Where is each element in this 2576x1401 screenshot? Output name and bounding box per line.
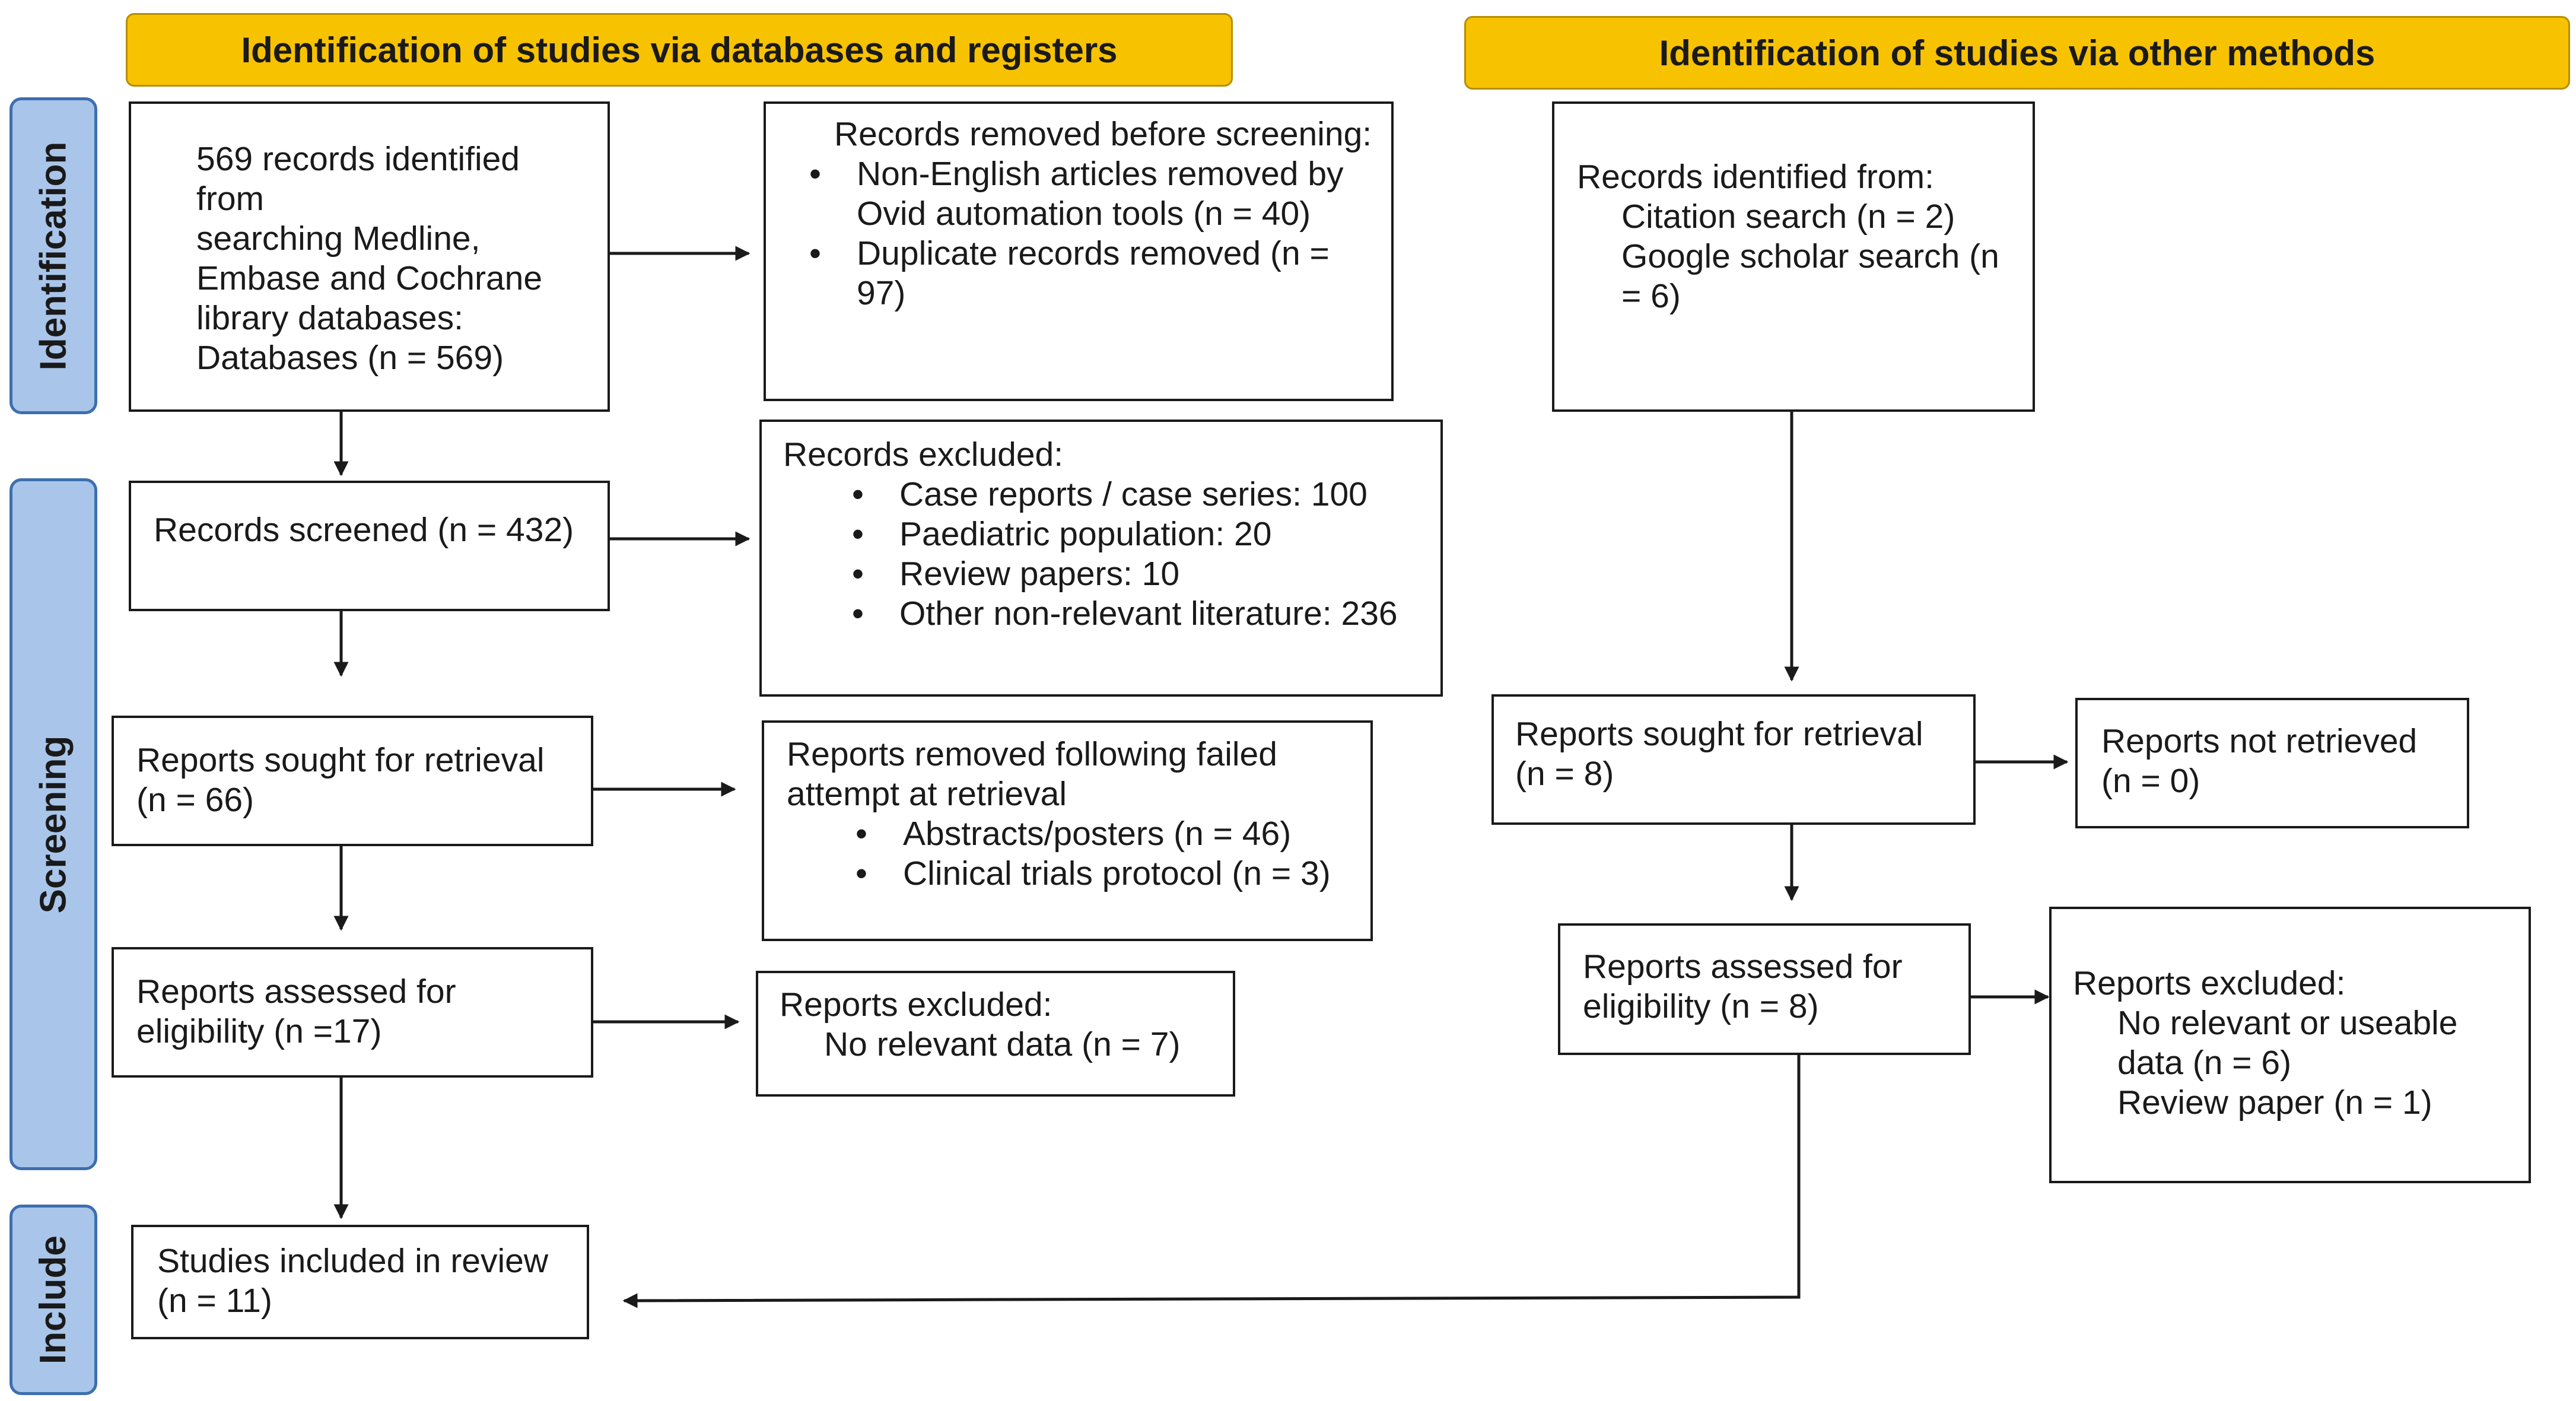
other-excluded-line: Review paper (n = 1) — [2117, 1084, 2432, 1122]
records-excluded-title: Records excluded: — [783, 436, 1064, 474]
stage-screening: Screening — [9, 478, 97, 1170]
arrow-other-assessed-to-included — [622, 1055, 1801, 1308]
removed-before-title: Records removed before screening: — [834, 115, 1372, 153]
box-other-reports-not-retrieved: Reports not retrieved (n = 0) — [2075, 698, 2469, 828]
excluded-no-data-line: No relevant data (n = 7) — [824, 1025, 1181, 1063]
box-reports-removed-failed: Reports removed following failed attempt… — [762, 720, 1373, 941]
header-databases: Identification of studies via databases … — [126, 13, 1233, 87]
box-studies-included: Studies included in review (n = 11) — [131, 1225, 589, 1339]
box-reports-sought: Reports sought for retrieval (n = 66) — [112, 716, 593, 846]
records-excluded-item: Other non-relevant literature: 236 — [846, 594, 1429, 634]
other-identified-line: Citation search (n = 2) — [1621, 198, 1955, 236]
box-other-reports-excluded: Reports excluded: No relevant or useable… — [2049, 907, 2531, 1183]
records-excluded-item: Case reports / case series: 100 — [846, 475, 1429, 514]
stage-identification: Identification — [9, 97, 97, 414]
box-other-records-identified: Records identified from: Citation search… — [1552, 101, 2035, 412]
box-other-reports-sought: Reports sought for retrieval (n = 8) — [1491, 694, 1976, 825]
box-other-reports-assessed: Reports assessed for eligibility (n = 8) — [1558, 923, 1971, 1055]
removed-before-item: Non-English articles removed by Ovid aut… — [803, 154, 1379, 234]
stage-include: Include — [9, 1205, 97, 1395]
other-identified-line: Google scholar search (n = 6) — [1621, 237, 1999, 315]
excluded-no-data-title: Reports excluded: — [780, 986, 1052, 1024]
other-excluded-line: No relevant or useable data (n = 6) — [2117, 1004, 2458, 1082]
removed-before-item: Duplicate records removed (n = 97) — [803, 234, 1379, 313]
box-reports-excluded-no-data: Reports excluded: No relevant data (n = … — [756, 971, 1235, 1097]
removed-failed-item: Clinical trials protocol (n = 3) — [850, 854, 1359, 894]
records-excluded-item: Paediatric population: 20 — [846, 514, 1429, 554]
box-records-identified: 569 records identified from searching Me… — [129, 101, 610, 412]
other-identified-title: Records identified from: — [1577, 158, 1934, 196]
removed-failed-title: Reports removed following failed attempt… — [787, 735, 1277, 813]
box-records-screened: Records screened (n = 432) — [129, 481, 610, 611]
box-records-removed-before-screening: Records removed before screening: Non-En… — [764, 101, 1394, 401]
box-reports-assessed: Reports assessed for eligibility (n =17) — [112, 947, 593, 1078]
header-other-methods: Identification of studies via other meth… — [1464, 16, 2570, 90]
other-excluded-title: Reports excluded: — [2073, 964, 2346, 1002]
box-records-excluded: Records excluded: Case reports / case se… — [759, 420, 1443, 697]
removed-failed-item: Abstracts/posters (n = 46) — [850, 814, 1359, 854]
records-excluded-item: Review papers: 10 — [846, 554, 1429, 594]
